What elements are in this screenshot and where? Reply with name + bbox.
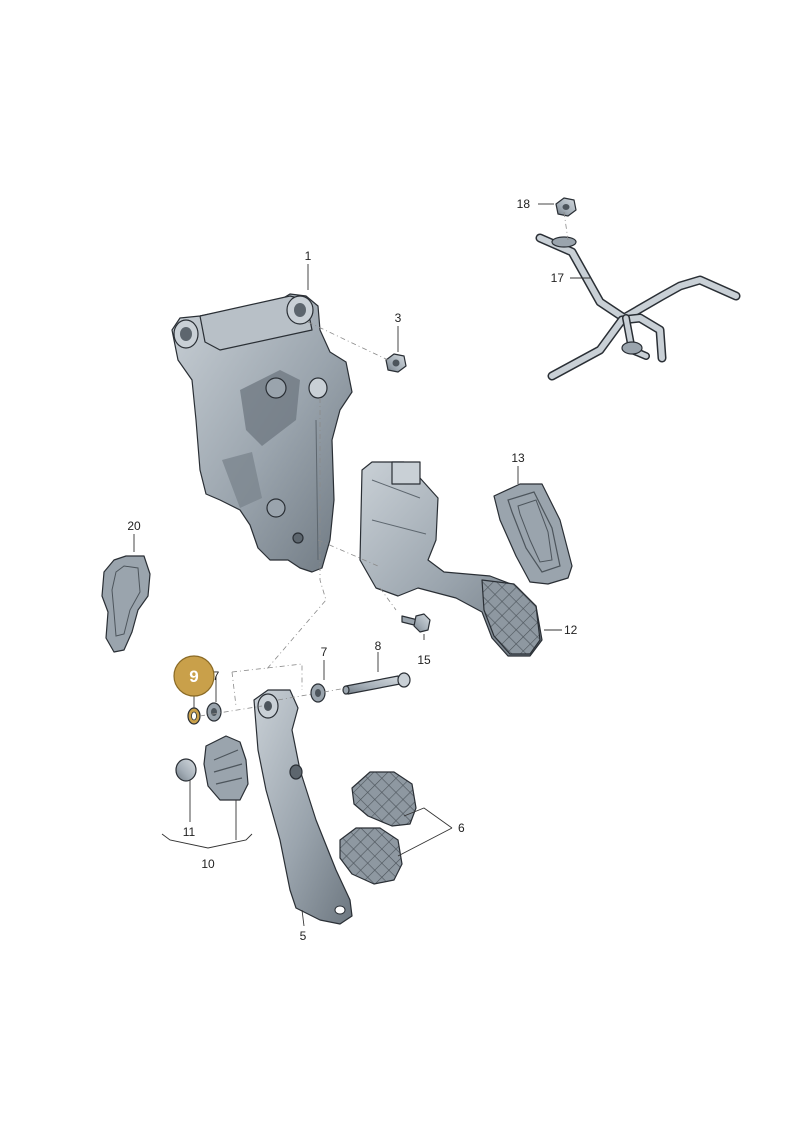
pedal-pad-part-6-lower (339, 827, 403, 885)
bushing-part-7-left (206, 702, 222, 722)
callout-3: 3 (395, 311, 402, 325)
highlight-badge-part-9[interactable]: 9 (173, 655, 215, 708)
callout-18: 18 (517, 197, 531, 211)
callout-17: 17 (551, 271, 565, 285)
clutch-pedal-part-5 (253, 689, 353, 925)
washer-part-9 (187, 707, 201, 725)
callout-6: 6 (458, 821, 465, 835)
nut-part-18 (555, 197, 577, 217)
callout-7-right: 7 (321, 645, 328, 659)
cap-part-11 (175, 758, 197, 782)
assembly-lines (199, 211, 569, 717)
callout-8: 8 (375, 639, 382, 653)
callout-15: 15 (417, 653, 431, 667)
bolt-part-15 (401, 613, 431, 633)
callout-20: 20 (127, 519, 141, 533)
callout-10: 10 (201, 857, 215, 871)
nut-part-3 (385, 353, 407, 373)
callout-labels: 1 3 13 12 15 18 17 20 7 8 7 11 10 6 5 (127, 197, 577, 943)
leader-lines (133, 203, 590, 927)
bushing-part-7-right (310, 683, 326, 703)
callout-12: 12 (564, 623, 578, 637)
accelerator-pedal-cap-part-13 (493, 483, 573, 585)
guide-rod-part-17 (535, 233, 741, 381)
pedal-bracket-part-1 (171, 293, 353, 573)
callout-5: 5 (300, 929, 307, 943)
pin-part-8 (342, 672, 411, 695)
callout-13: 13 (511, 451, 525, 465)
spring-assembly-part-10 (203, 735, 249, 801)
pedal-pad-part-6-upper (351, 771, 417, 827)
callout-9: 9 (189, 667, 198, 686)
callout-7-left: 7 (213, 669, 220, 683)
callout-11: 11 (183, 825, 196, 839)
callout-1: 1 (305, 249, 312, 263)
accelerator-pedal-module-part-12 (359, 461, 543, 657)
cover-part-20 (101, 555, 151, 653)
